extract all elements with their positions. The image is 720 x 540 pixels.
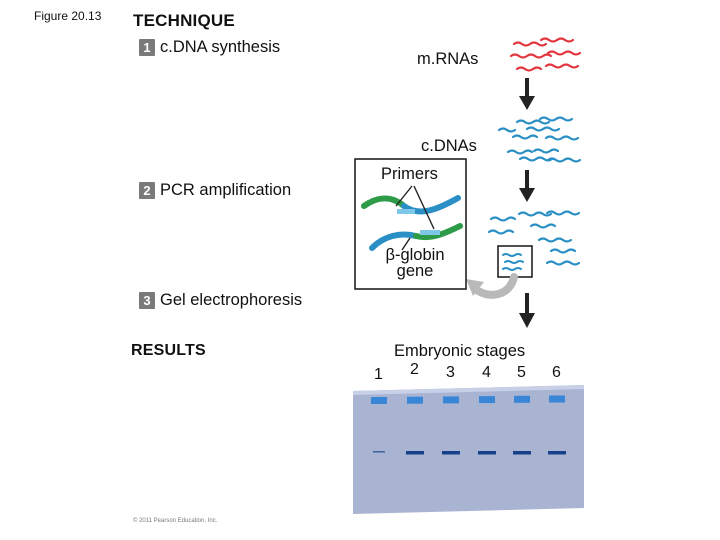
cdna-strand bbox=[532, 148, 560, 154]
gel-well-3 bbox=[443, 396, 459, 404]
step-2-number: 2 bbox=[139, 182, 155, 199]
beta-globin-label-line1: β-globin bbox=[385, 246, 445, 264]
gel-band-6 bbox=[548, 451, 566, 455]
cdna-strand bbox=[487, 229, 515, 235]
figure-label: Figure 20.13 bbox=[34, 9, 102, 23]
mrna-strand bbox=[512, 41, 548, 47]
results-title: RESULTS bbox=[131, 342, 206, 359]
pcr-cycle-arrow bbox=[470, 273, 518, 299]
pcr-detail-box bbox=[354, 158, 467, 290]
gene-pointer bbox=[401, 237, 411, 251]
stage-label-2: 2 bbox=[410, 361, 419, 378]
amplified-gene-box bbox=[497, 245, 533, 278]
pcr-squiggles bbox=[487, 210, 581, 266]
cdna-strand bbox=[497, 127, 517, 133]
mrna-strand bbox=[515, 66, 543, 72]
mrna-strand bbox=[539, 37, 575, 43]
gel-title: Embryonic stages bbox=[394, 342, 526, 360]
step-3: 3 Gel electrophoresis bbox=[139, 291, 302, 310]
cdna-strand bbox=[545, 260, 581, 266]
step-2-label: PCR amplification bbox=[160, 181, 292, 199]
dna-strand-blue bbox=[401, 195, 461, 215]
primer bbox=[397, 209, 415, 214]
stage-label-4: 4 bbox=[482, 364, 491, 381]
gel-band-1 bbox=[373, 451, 385, 453]
arrow-shaft bbox=[525, 293, 529, 315]
beta-globin-label-line2: gene bbox=[396, 262, 434, 280]
step-3-label: Gel electrophoresis bbox=[160, 291, 303, 309]
cdna-strand bbox=[506, 149, 534, 155]
arrow-head bbox=[519, 313, 535, 328]
arrow-shaft bbox=[525, 170, 529, 190]
gel-band-3 bbox=[442, 451, 460, 455]
gel-well-2 bbox=[407, 396, 423, 404]
cdna-strand bbox=[525, 126, 561, 132]
stage-label-5: 5 bbox=[517, 364, 526, 381]
mrna-strand bbox=[544, 63, 580, 69]
cdna-strand bbox=[517, 211, 553, 217]
mrna-strand bbox=[509, 53, 553, 59]
step-1-label: c.DNA synthesis bbox=[160, 38, 281, 56]
copyright-text: © 2011 Pearson Education, Inc. bbox=[133, 518, 218, 524]
gel-band-5 bbox=[513, 451, 531, 455]
gel-well-5 bbox=[514, 395, 530, 403]
gel bbox=[353, 385, 584, 514]
primer-pointer bbox=[413, 185, 435, 230]
pcr-cycle-arrowhead bbox=[466, 279, 484, 296]
mrna-strand bbox=[546, 50, 582, 56]
arrow-shaft bbox=[525, 78, 529, 98]
cdna-strand bbox=[537, 237, 573, 243]
gel-band-2 bbox=[406, 451, 424, 455]
gel-lanes bbox=[371, 395, 566, 455]
stage-label-6: 6 bbox=[552, 364, 561, 381]
stage-label-1: 1 bbox=[374, 366, 383, 383]
cdna-strand bbox=[545, 210, 581, 216]
technique-title: TECHNIQUE bbox=[133, 11, 235, 30]
gel-well-4 bbox=[479, 396, 495, 404]
mrnas-label: m.RNAs bbox=[417, 50, 479, 68]
cdna-strand bbox=[515, 119, 551, 125]
gel-slab bbox=[353, 385, 584, 514]
mrna-squiggles bbox=[509, 37, 582, 72]
cdnas-label: c.DNAs bbox=[421, 137, 477, 155]
cdna-strand bbox=[544, 135, 580, 141]
cdna-squiggles bbox=[497, 116, 582, 163]
gel-well-6 bbox=[549, 395, 565, 403]
cdna-strand bbox=[538, 116, 574, 122]
primer-pointer bbox=[395, 185, 413, 207]
gel-well-1 bbox=[371, 397, 387, 404]
gel-top-edge bbox=[353, 385, 584, 395]
step-1-number: 1 bbox=[139, 39, 155, 56]
dna-strand-green bbox=[361, 195, 407, 209]
step-2: 2 PCR amplification bbox=[139, 181, 291, 200]
arrow-head bbox=[519, 188, 535, 202]
beta-globin-label: β-globin gene bbox=[380, 246, 450, 280]
cdna-strand bbox=[518, 156, 554, 162]
dna-strand-blue bbox=[369, 231, 419, 251]
step-3-number: 3 bbox=[139, 292, 155, 309]
cdna-strand bbox=[549, 248, 577, 254]
cdna-strand bbox=[546, 157, 582, 163]
process-arrows bbox=[519, 78, 535, 328]
arrow-head bbox=[519, 96, 535, 110]
stage-label-3: 3 bbox=[446, 364, 455, 381]
cdna-strand bbox=[489, 216, 517, 222]
primers-label: Primers bbox=[381, 165, 438, 183]
cdna-strand bbox=[529, 223, 557, 229]
cdna-strand bbox=[511, 134, 539, 140]
primer bbox=[420, 230, 440, 235]
step-1: 1 c.DNA synthesis bbox=[139, 38, 280, 57]
gel-band-4 bbox=[478, 451, 496, 455]
